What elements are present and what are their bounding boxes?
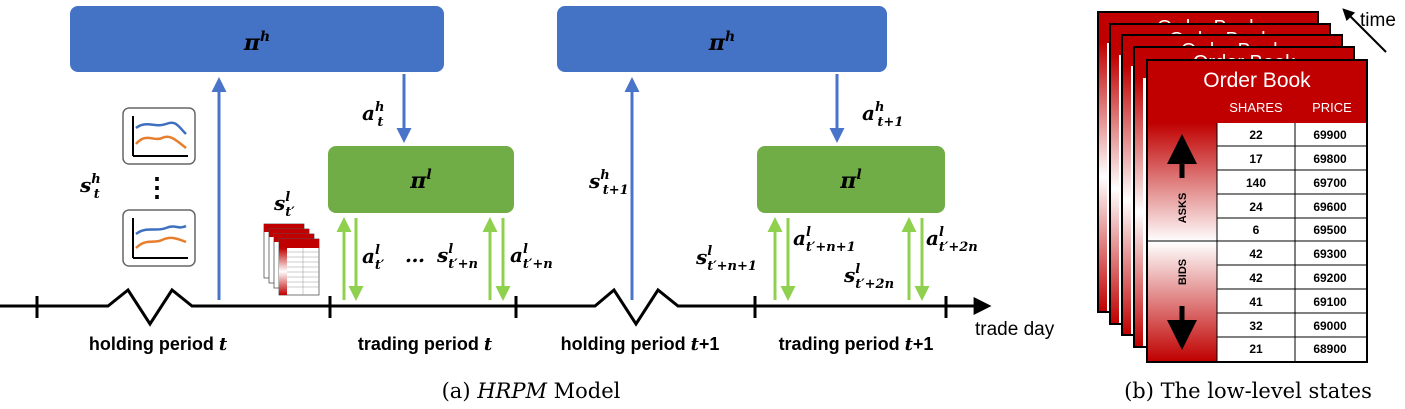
vertical-ellipsis: ⋮ — [144, 173, 170, 203]
high-policy-label-2: πh — [708, 29, 735, 56]
row-price: 69700 — [1313, 176, 1347, 190]
period-label-holding-t1: holding period t+1 — [561, 334, 720, 355]
order-book-col-price: PRICE — [1312, 100, 1352, 115]
row-price: 69500 — [1313, 223, 1347, 237]
row-price: 69200 — [1313, 271, 1347, 285]
row-shares: 17 — [1249, 152, 1263, 166]
row-shares: 42 — [1249, 247, 1263, 261]
axis-label: trade day — [975, 319, 1055, 340]
row-price: 68900 — [1313, 342, 1347, 356]
period-label-holding-t: holding period t — [89, 334, 228, 355]
period-label-trading-t: trading period t — [358, 334, 493, 355]
order-book-front: Order Book SHARES PRICE ASKS BIDS 22 699… — [1146, 59, 1368, 363]
row-shares: 24 — [1249, 200, 1263, 214]
asks-label: ASKS — [1177, 193, 1189, 224]
row-shares: 21 — [1249, 342, 1263, 356]
low-policy-box-2 — [757, 146, 945, 213]
caption-a: (a) HRPM Model — [442, 379, 621, 403]
period-label-trading-t1: trading period t+1 — [779, 334, 934, 355]
caption-b: (b) The low-level states — [1124, 379, 1372, 403]
row-shares: 41 — [1249, 295, 1263, 309]
row-shares: 42 — [1249, 271, 1263, 285]
row-shares: 22 — [1249, 128, 1263, 142]
row-price: 69800 — [1313, 152, 1347, 166]
bids-label: BIDS — [1177, 259, 1189, 285]
row-price: 69600 — [1313, 200, 1347, 214]
row-price: 69900 — [1313, 128, 1347, 142]
row-shares: 6 — [1253, 223, 1260, 237]
market-chart-icon-1 — [122, 107, 196, 165]
low-policy-label-2: πl — [839, 167, 861, 194]
order-book-thumbnail-icon — [263, 223, 320, 296]
row-price: 69000 — [1313, 319, 1347, 333]
time-arrow — [1342, 8, 1387, 53]
row-price: 69100 — [1313, 295, 1347, 309]
row-price: 69300 — [1313, 247, 1347, 261]
high-policy-box-2 — [557, 6, 887, 72]
low-policy-box-1 — [328, 146, 514, 213]
time-label: time — [1360, 10, 1396, 31]
market-chart-icon-2 — [122, 209, 196, 267]
low-policy-label-1: πl — [409, 167, 431, 194]
row-shares: 140 — [1246, 176, 1266, 190]
high-policy-label-1: πh — [243, 29, 270, 56]
label-ellipsis: … — [405, 243, 425, 267]
order-book-col-shares: SHARES — [1229, 100, 1283, 115]
high-policy-box-1 — [70, 6, 444, 72]
row-shares: 32 — [1249, 319, 1263, 333]
timeline — [0, 287, 992, 327]
order-book-title: Order Book — [1203, 69, 1311, 92]
